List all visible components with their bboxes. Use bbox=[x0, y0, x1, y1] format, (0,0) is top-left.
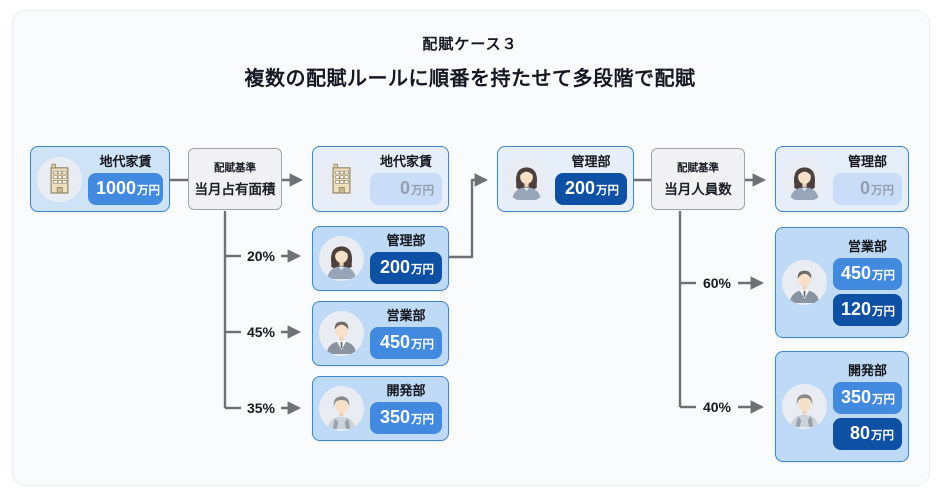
box-title: 管理部 bbox=[847, 153, 887, 169]
amount-value: 0 bbox=[859, 177, 870, 198]
stage2-source-after-box: 管理部 0万円 bbox=[775, 146, 909, 212]
previous-amount-pill: 450万円 bbox=[833, 258, 902, 290]
amount-value: 350 bbox=[379, 407, 410, 427]
amount-value: 450 bbox=[379, 332, 410, 352]
added-amount-pill: 80万円 bbox=[833, 418, 902, 450]
stage2-alloc-eigyobu-box: 営業部 450万円 120万円 bbox=[775, 227, 909, 338]
amount-unit: 万円 bbox=[411, 414, 434, 426]
amount-value: 350 bbox=[841, 387, 872, 407]
developer-avatar-icon bbox=[321, 388, 362, 429]
stage1-source-box: 地代家賃 1000万円 bbox=[30, 146, 170, 212]
amount-unit: 万円 bbox=[872, 270, 896, 282]
box-title: 営業部 bbox=[847, 239, 887, 254]
developer-avatar-circle bbox=[782, 384, 827, 429]
amount-value: 120 bbox=[841, 299, 872, 319]
previous-amount-pill: 350万円 bbox=[833, 382, 902, 414]
amount-value: 80 bbox=[849, 423, 870, 443]
box-title: 地代家賃 bbox=[379, 153, 432, 169]
building-icon bbox=[321, 159, 362, 200]
sales-avatar-circle bbox=[319, 311, 364, 356]
amount-unit: 万円 bbox=[137, 184, 161, 197]
amount-unit: 万円 bbox=[411, 339, 434, 351]
amount-value: 200 bbox=[379, 257, 410, 277]
stage1-percent-45: 45% bbox=[246, 324, 276, 340]
stage1-alloc-kaihatsubu-box: 開発部 350万円 bbox=[312, 376, 449, 441]
building-icon bbox=[39, 159, 80, 200]
amount-pill: 450万円 bbox=[370, 327, 442, 359]
stage2-source-box: 管理部 200万円 bbox=[497, 146, 634, 212]
stage1-alloc-eigyobu-box: 営業部 450万円 bbox=[312, 301, 449, 366]
stage1-percent-35: 35% bbox=[246, 400, 276, 416]
box-title: 管理部 bbox=[571, 153, 611, 169]
amount-pill: 200万円 bbox=[555, 172, 627, 205]
page-title: 配賦ケース３ bbox=[422, 36, 518, 53]
building-icon-circle bbox=[37, 156, 82, 202]
added-amount-pill: 120万円 bbox=[833, 294, 902, 326]
sales-avatar-circle bbox=[782, 260, 827, 305]
amount-value: 450 bbox=[841, 263, 872, 283]
amount-value: 200 bbox=[564, 177, 595, 198]
stage1-source-after-box: 地代家賃 0万円 bbox=[312, 146, 449, 212]
manager-avatar-circle bbox=[319, 236, 364, 281]
amount-unit: 万円 bbox=[872, 306, 896, 318]
box-title: 管理部 bbox=[386, 233, 426, 248]
amount-pill: 1000万円 bbox=[88, 172, 163, 205]
manager-avatar-circle bbox=[504, 156, 549, 202]
amount-unit: 万円 bbox=[871, 184, 894, 197]
page-subtitle: 複数の配賦ルールに順番を持たせて多段階で配賦 bbox=[244, 68, 696, 90]
amount-unit: 万円 bbox=[596, 184, 619, 197]
sales-avatar-icon bbox=[321, 313, 362, 354]
amount-pill: 350万円 bbox=[370, 402, 442, 434]
amount-value: 1000 bbox=[96, 177, 137, 198]
amount-unit: 万円 bbox=[411, 184, 434, 197]
stage2-percent-60: 60% bbox=[702, 275, 732, 291]
stage2-alloc-kaihatsubu-box: 開発部 350万円 80万円 bbox=[775, 351, 909, 462]
sales-avatar-icon bbox=[784, 262, 825, 303]
stage1-criteria-box: 配賦基準 当月占有面積 bbox=[188, 148, 282, 210]
manager-avatar-icon bbox=[784, 159, 825, 200]
amount-pill: 200万円 bbox=[370, 252, 442, 284]
amount-pill: 0万円 bbox=[833, 172, 902, 205]
amount-unit: 万円 bbox=[871, 430, 894, 442]
box-title: 地代家賃 bbox=[99, 153, 152, 169]
developer-avatar-circle bbox=[319, 386, 364, 431]
building-icon-circle bbox=[319, 156, 364, 202]
box-title: 開発部 bbox=[386, 383, 426, 398]
box-title: 開発部 bbox=[847, 363, 887, 378]
stage1-alloc-kanribu-box: 管理部 200万円 bbox=[312, 226, 449, 291]
amount-unit: 万円 bbox=[411, 264, 434, 276]
manager-avatar-circle bbox=[782, 156, 827, 202]
amount-value: 0 bbox=[399, 177, 410, 198]
criteria-basis: 当月占有面積 bbox=[194, 182, 276, 197]
criteria-label: 配賦基準 bbox=[214, 162, 256, 174]
criteria-label: 配賦基準 bbox=[677, 162, 719, 174]
developer-avatar-icon bbox=[784, 386, 825, 427]
amount-unit: 万円 bbox=[872, 394, 896, 406]
stage2-criteria-box: 配賦基準 当月人員数 bbox=[651, 148, 745, 210]
amount-pill: 0万円 bbox=[370, 172, 442, 205]
stage1-percent-20: 20% bbox=[246, 248, 276, 264]
criteria-basis: 当月人員数 bbox=[664, 182, 732, 197]
box-title: 営業部 bbox=[386, 308, 426, 323]
manager-avatar-icon bbox=[321, 238, 362, 279]
stage2-percent-40: 40% bbox=[702, 399, 732, 415]
manager-avatar-icon bbox=[506, 159, 547, 200]
